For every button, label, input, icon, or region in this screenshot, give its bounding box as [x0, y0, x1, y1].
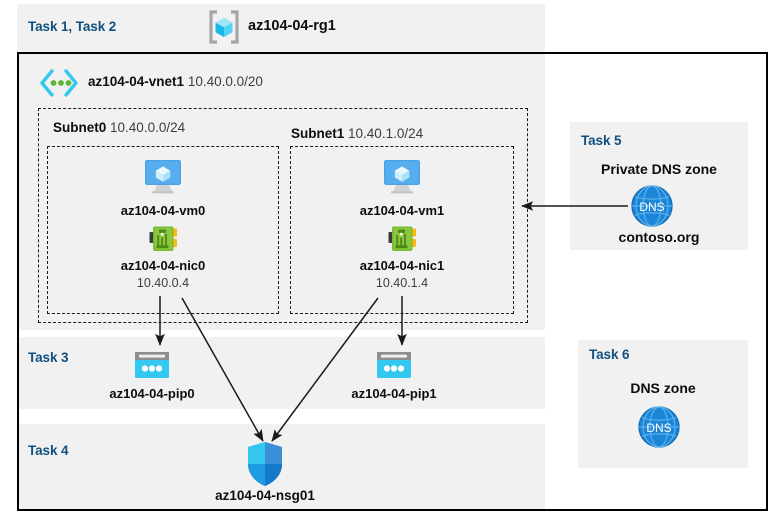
subnet0-box — [47, 146, 279, 314]
vnet-name: az104-04-vnet1 — [88, 74, 185, 89]
vm0-name: az104-04-vm0 — [120, 203, 206, 218]
pip0-name: az104-04-pip0 — [109, 386, 195, 401]
public-dns-heading: DNS zone — [630, 380, 696, 396]
svg-text:DNS: DNS — [639, 200, 664, 214]
resource-group-icon — [204, 7, 244, 47]
subnet0-cidr: 10.40.0.0/24 — [110, 120, 186, 135]
nic0-name: az104-04-nic0 — [120, 258, 206, 273]
network-interface-icon — [386, 224, 418, 254]
nic0-ip: 10.40.0.4 — [136, 276, 190, 290]
network-security-group-icon — [245, 441, 285, 487]
public-ip-address-icon — [376, 350, 412, 380]
subnet1-cidr: 10.40.1.0/24 — [348, 126, 424, 141]
private-dns-name: contoso.org — [618, 229, 700, 245]
virtual-machine-icon — [382, 158, 422, 194]
task-label-private-dns: Task 5 — [581, 133, 622, 148]
panel-private-dns — [570, 122, 748, 250]
nic1-ip: 10.40.1.4 — [375, 276, 429, 290]
dns-zone-icon: DNS — [629, 183, 675, 229]
resource-group-name: az104-04-rg1 — [248, 18, 336, 34]
dns-zone-icon: DNS — [636, 404, 682, 450]
nic1-name: az104-04-nic1 — [359, 258, 445, 273]
panel-virtual-network — [19, 54, 545, 330]
network-interface-icon — [147, 224, 179, 254]
nsg-name: az104-04-nsg01 — [215, 488, 315, 503]
private-dns-heading: Private DNS zone — [601, 161, 717, 177]
subnet0-name: Subnet0 — [53, 120, 107, 135]
pip1-name: az104-04-pip1 — [351, 386, 437, 401]
task-label-pip: Task 3 — [28, 350, 69, 365]
public-ip-address-icon — [134, 350, 170, 380]
subnet1-header: Subnet1 10.40.1.0/24 — [291, 126, 423, 141]
task-label-rg: Task 1, Task 2 — [28, 19, 117, 34]
vm1-name: az104-04-vm1 — [359, 203, 445, 218]
subnet0-header: Subnet0 10.40.0.0/24 — [53, 120, 185, 135]
virtual-machine-icon — [143, 158, 183, 194]
virtual-network-icon — [38, 68, 80, 98]
vnet-header: az104-04-vnet1 10.40.0.0/20 — [88, 74, 263, 89]
task-label-dns: Task 6 — [589, 347, 630, 362]
vnet-cidr: 10.40.0.0/20 — [187, 74, 263, 89]
svg-text:DNS: DNS — [646, 421, 671, 435]
task-label-nsg: Task 4 — [28, 443, 69, 458]
subnet1-name: Subnet1 — [291, 126, 345, 141]
panel-resource-group — [17, 4, 545, 52]
